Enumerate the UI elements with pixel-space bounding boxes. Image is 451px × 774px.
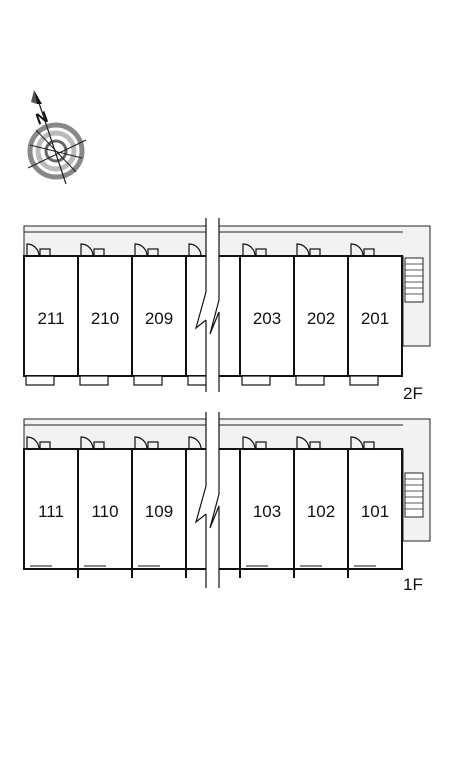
unit-label: 102 [307,502,335,521]
unit-label: 210 [91,309,119,328]
unit-label: 201 [361,309,389,328]
unit-label: 202 [307,309,335,328]
north-label: N [34,109,51,129]
unit-label: 109 [145,502,173,521]
compass-rose-icon: N [27,90,87,185]
unit-label: 103 [253,502,281,521]
floor-label-2f: 2F [403,384,423,403]
floor-2f: 211 210 209 203 202 201 2F [23,216,431,403]
unit-label: 209 [145,309,173,328]
unit-label: 211 [37,309,64,328]
floor-label-1f: 1F [403,575,423,594]
unit-label: 111 [38,502,64,521]
floor-1f: 111 110 109 103 102 101 1F [23,410,431,594]
unit-label: 110 [91,502,118,521]
unit-label: 203 [253,309,281,328]
unit-label: 101 [361,502,389,521]
